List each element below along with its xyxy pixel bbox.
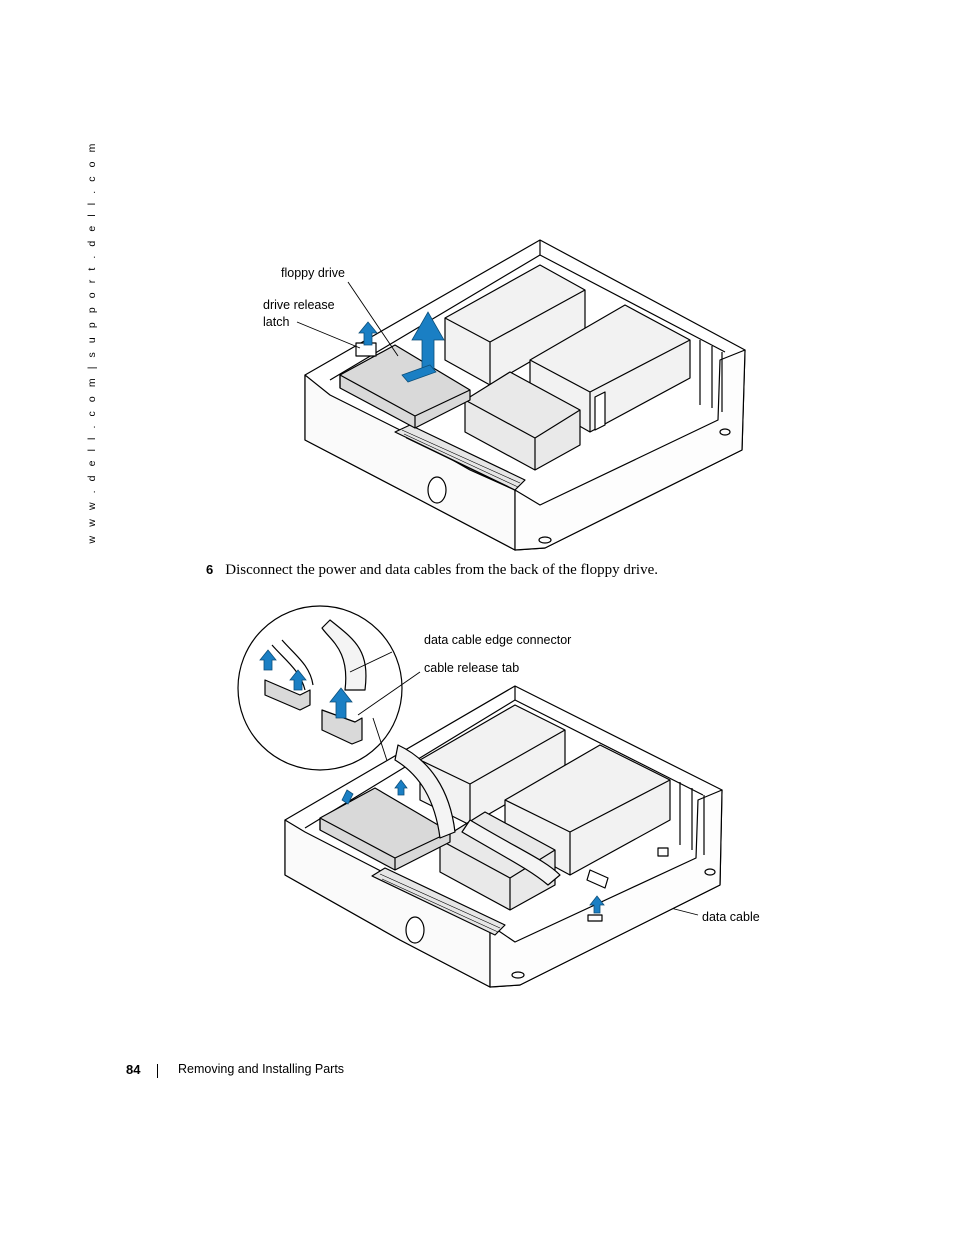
label-drive-release-line2: latch: [263, 315, 290, 329]
step-6: 6 Disconnect the power and data cables fr…: [206, 562, 658, 579]
footer-divider: [157, 1064, 158, 1078]
label-drive-release-line1: drive release: [263, 298, 335, 312]
step-number: 6: [206, 562, 214, 577]
label-cable-release-tab: cable release tab: [424, 661, 520, 675]
footer-section-title: Removing and Installing Parts: [178, 1062, 345, 1076]
label-floppy-drive: floppy drive: [281, 266, 345, 280]
label-data-cable: data cable: [702, 910, 760, 924]
page-number: 84: [126, 1062, 141, 1077]
step-text: Disconnect the power and data cables fro…: [225, 562, 658, 578]
label-data-cable-edge-connector: data cable edge connector: [424, 633, 572, 647]
